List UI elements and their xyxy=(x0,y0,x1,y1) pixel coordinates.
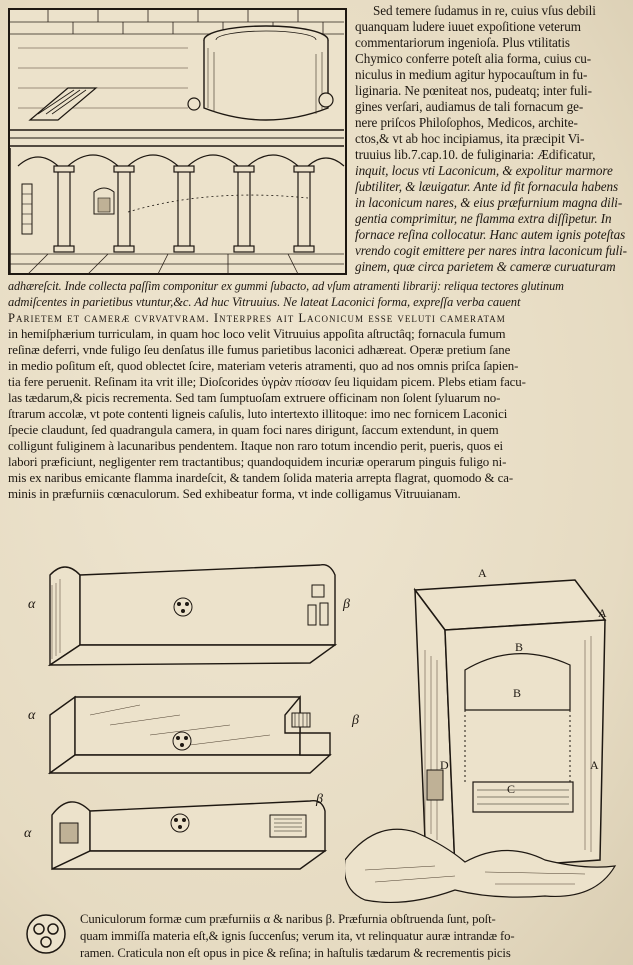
side-text-line: ginem, quæ circa parietem & cameræ curua… xyxy=(355,259,616,274)
nares-symbol xyxy=(26,914,66,954)
body-line: admiſcentes in parietibus vtuntur,&c. Ad… xyxy=(8,295,521,309)
side-text-line: inquit, locus vti Laconicum, & expolitur… xyxy=(355,163,613,178)
figure-label-B: B xyxy=(515,640,524,654)
figure-label-alpha: α xyxy=(28,597,36,612)
figure-label-A: A xyxy=(478,566,487,580)
body-line: las tædarum,& picis recrementa. Sed tam … xyxy=(8,391,501,405)
side-text-line: nere priſcos Philoſophos, Medicos, archi… xyxy=(355,115,578,130)
body-line: Parietem et cameræ cvrvatvram. Interpres… xyxy=(8,311,506,325)
fuliginaria-woodcut xyxy=(345,579,617,904)
side-text-line: liginaria. Ne pœniteat nos, pudeatq; int… xyxy=(355,83,592,98)
figure-label-alpha: α xyxy=(24,826,32,841)
side-text-line: Chymico conferre poteſt alia forma, cuiu… xyxy=(355,51,592,66)
side-text-line: Sed temere ſudamus in re, cuius vſus deb… xyxy=(373,3,596,18)
side-text-line: in laconicum nares, & eius præfurnium ma… xyxy=(355,195,623,210)
body-line: in medio poſitum eſt, quod oblectet ſcir… xyxy=(8,359,519,373)
side-text-line: ſubtiliter, & læuigatur. Ante id fit for… xyxy=(355,179,618,194)
laconicum-woodcut xyxy=(8,8,347,275)
figure-label-B: B xyxy=(513,686,522,700)
side-text-line: vrendo cogit emittere per nares intra la… xyxy=(355,243,627,258)
figure-label-beta: β xyxy=(352,713,359,728)
body-line: minis in præfurniis cœnaculorum. Sed exh… xyxy=(8,487,461,501)
figure-label-A: A xyxy=(590,758,599,772)
caption-line: quam immiſſa materia eſt,& ignis ſuccenſ… xyxy=(80,929,515,943)
body-line: reſinæ deferri, vnde fuligo ſeu denſatus… xyxy=(8,343,511,357)
body-line: tia fere peruenit. Reſinam ita vrit ille… xyxy=(8,375,526,389)
caption-line: Cuniculorum formæ cum præfurniis α & nar… xyxy=(80,912,496,926)
figure-label-beta: β xyxy=(316,792,323,807)
side-text-line: commentariorum ingenioſa. Plus vtilitati… xyxy=(355,35,570,50)
body-line: labori præficiunt, negligenter rem tract… xyxy=(8,455,507,469)
side-text-line: truuius lib.7.cap.10. de fuliginaria: Æd… xyxy=(355,147,596,162)
body-line: mis ex naribus emicante flamma inardeſci… xyxy=(8,471,514,485)
body-line: adhæreſcit. Inde collecta paſſim componi… xyxy=(8,279,564,293)
figure-label-alpha: α xyxy=(28,708,36,723)
caption-line: ramen. Craticula non eſt opus in pice & … xyxy=(80,946,511,960)
body-line: ſpecie claudunt, ſed quadrangula camera,… xyxy=(8,423,499,437)
side-text-line: gentia comprimitur, ne flamma extra diſſ… xyxy=(355,211,612,226)
figure-label-C: C xyxy=(507,782,516,796)
figure-label-A: A xyxy=(598,606,607,620)
body-line: colligunt fuliginem à lacunaribus penden… xyxy=(8,439,503,453)
side-text-line: quanquam ludere iuuet expoſitione veteru… xyxy=(355,19,581,34)
figure-label-D: D xyxy=(440,758,449,772)
side-text-line: niculus in medium agitur hypocauſtum in … xyxy=(355,67,588,82)
tunnels-woodcut xyxy=(47,564,338,871)
side-text-line: ctos,& vt ab hoc incipiamus, ita præcipi… xyxy=(355,131,585,146)
side-text-line: fornace reſina collocatur. Hanc autem ig… xyxy=(355,227,626,242)
side-text-line: gines verſari, audiamus de tali fornacum… xyxy=(355,99,584,114)
figure-label-beta: β xyxy=(343,597,350,612)
body-line: in hemiſphærium turriculam, in quam hoc … xyxy=(8,327,506,341)
body-line: ſtrarum accolæ, vt pote contenti ligneis… xyxy=(8,407,508,421)
